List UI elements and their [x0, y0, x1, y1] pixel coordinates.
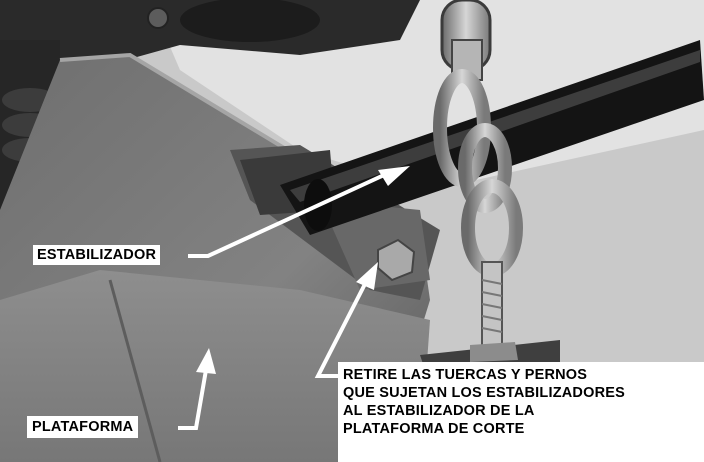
instruction-text: RETIRE LAS TUERCAS Y PERNOS QUE SUJETAN … — [343, 366, 625, 438]
instruction-line-3: AL ESTABILIZADOR DE LA — [343, 403, 535, 419]
arrow-stabilizer — [188, 173, 385, 258]
arrowhead-bolt — [356, 262, 378, 290]
arrow-bolt — [314, 281, 368, 378]
arrowhead-deck — [196, 348, 216, 374]
instruction-line-2: QUE SUJETAN LOS ESTABILIZADORES — [343, 385, 625, 401]
instruction-line-4: PLATAFORMA DE CORTE — [343, 421, 525, 437]
stabilizer-label: ESTABILIZADOR — [33, 245, 161, 265]
instruction-line-1: RETIRE LAS TUERCAS Y PERNOS — [343, 367, 588, 383]
arrow-deck — [178, 369, 208, 430]
arrowhead-stabilizer — [378, 166, 410, 186]
deck-label: PLATAFORMA — [27, 416, 139, 438]
